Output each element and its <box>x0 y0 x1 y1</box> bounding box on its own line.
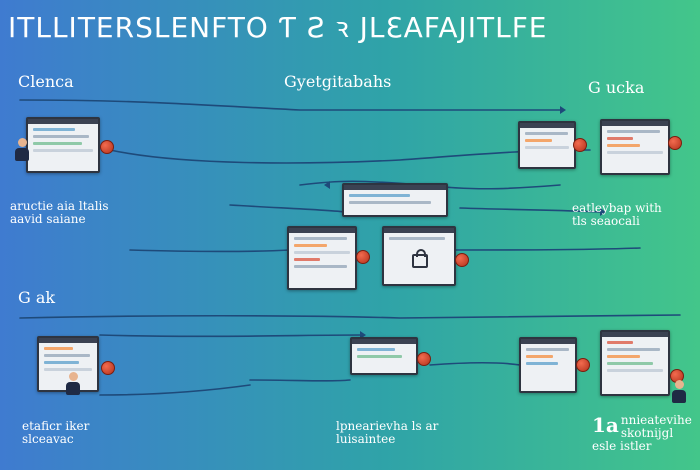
bug-icon <box>668 136 682 150</box>
app-window-icon <box>600 330 670 396</box>
flow-line <box>249 379 351 382</box>
flow-line <box>99 334 361 338</box>
section-label-text: G ak <box>18 288 56 307</box>
section-label-top-left: Clenca <box>18 72 74 91</box>
caption-line: nnieatevihe <box>620 413 692 427</box>
caption-line: aavid saiane <box>10 212 86 226</box>
caption-line: skotnijgl <box>620 426 674 440</box>
caption-line: etaficr iker <box>22 419 90 433</box>
user-icon <box>15 138 29 161</box>
caption-line: esle istler <box>592 439 652 453</box>
app-window-icon <box>342 183 448 217</box>
app-window-icon <box>287 226 357 290</box>
caption-mid-left: aructie aia ltalis aavid saiane <box>10 200 109 226</box>
flow-line <box>459 207 601 213</box>
app-window-icon <box>37 336 99 392</box>
lock-icon <box>412 248 428 268</box>
caption-bot-left: etaficr iker slceavac <box>22 420 89 446</box>
bug-icon <box>455 253 469 267</box>
flow-line <box>449 247 641 251</box>
caption-mid-right: eatleybap with tls seaocali <box>572 202 662 228</box>
caption-bot-center: lpnearievha ls ar luisaintee <box>336 420 438 446</box>
section-label-top-center: Gyetgitabahs <box>284 72 391 91</box>
flow-line <box>429 361 521 366</box>
user-icon <box>66 372 80 395</box>
bug-icon <box>576 358 590 372</box>
caption-line: aructie aia ltalis <box>10 199 109 213</box>
bug-icon <box>417 352 431 366</box>
flow-line <box>19 99 561 111</box>
flow-line <box>229 204 346 213</box>
app-window-icon <box>382 226 456 286</box>
bug-icon <box>356 250 370 264</box>
flow-line <box>19 314 681 319</box>
bug-icon <box>100 140 114 154</box>
flow-arrowhead <box>560 106 566 114</box>
section-label-text: Gyetgitabahs <box>284 72 392 91</box>
caption-bot-right: 1a nnieatevihe skotnijgl esle istler <box>592 413 692 453</box>
caption-line: slceavac <box>22 432 74 446</box>
section-label-top-right: G ucka <box>588 78 644 97</box>
caption-line: eatleybap with <box>572 201 662 215</box>
section-label-middle-left: G ak <box>18 288 55 307</box>
flow-line <box>129 249 291 253</box>
app-window-icon <box>519 337 577 393</box>
bug-icon <box>101 361 115 375</box>
page-title: ITLLITERSLENFTO Ƭ Ƨ ꝛ JLԐAFAJITLFE <box>8 11 548 44</box>
app-window-icon <box>600 119 670 175</box>
app-window-icon <box>350 337 418 375</box>
caption-line: lpnearievha ls ar <box>336 419 439 433</box>
flow-arrowhead <box>600 208 606 216</box>
caption-line: tls seaocali <box>572 214 640 228</box>
flow-line <box>99 384 251 396</box>
user-icon <box>672 380 686 403</box>
caption-line: luisaintee <box>336 432 396 446</box>
flow-arrowhead <box>324 181 330 189</box>
app-window-icon <box>518 121 576 169</box>
app-window-icon <box>26 117 100 173</box>
section-label-text: G ucka <box>588 78 645 97</box>
bug-icon <box>573 138 587 152</box>
section-label-text: Clenca <box>18 72 74 91</box>
caption-prefix: 1a <box>592 413 619 437</box>
